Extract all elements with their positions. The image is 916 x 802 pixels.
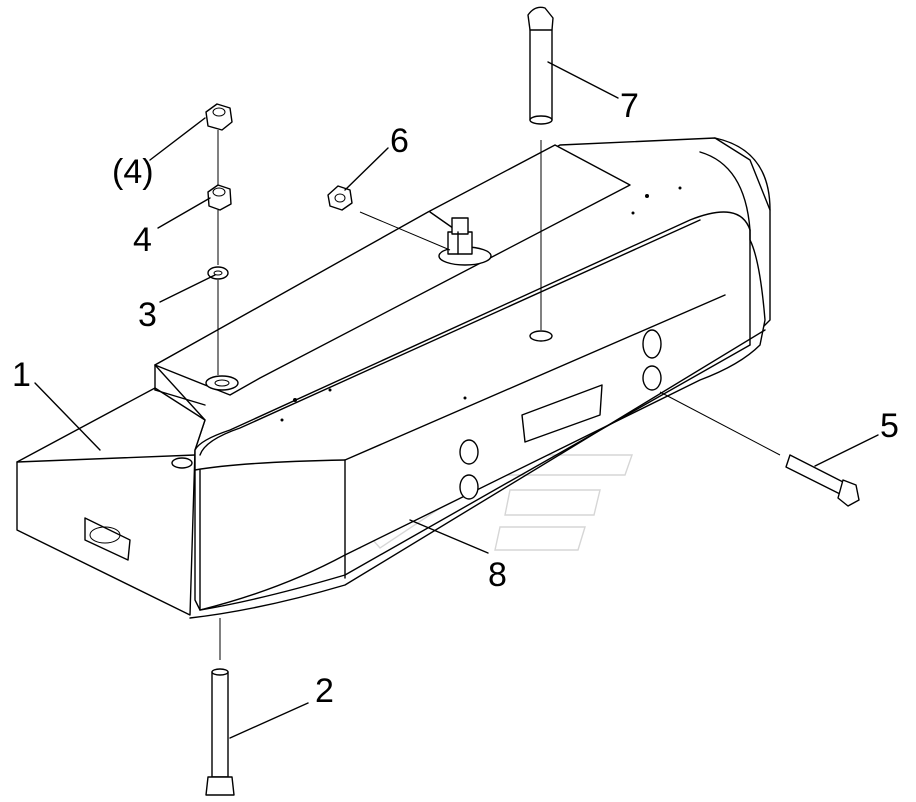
- long-bolt: [205, 618, 235, 796]
- counterweight-body: [16, 137, 771, 619]
- callout-5: 5: [880, 407, 899, 445]
- callout-2: 2: [315, 672, 334, 710]
- callouts: 1 2 3 4 (4) 5 6 7 8: [12, 87, 899, 710]
- lift-pin: [527, 6, 554, 330]
- side-bolt: [659, 391, 860, 507]
- lock-nut: [327, 185, 451, 251]
- callout-4-paren: (4): [112, 153, 154, 191]
- callout-7: 7: [620, 87, 639, 125]
- callout-4: 4: [133, 221, 152, 259]
- callout-3: 3: [138, 296, 157, 334]
- stud-with-nut: [438, 217, 492, 266]
- callout-1: 1: [12, 356, 31, 394]
- leader-lines: [34, 61, 879, 739]
- callout-6: 6: [390, 122, 409, 160]
- callout-8: 8: [488, 556, 507, 594]
